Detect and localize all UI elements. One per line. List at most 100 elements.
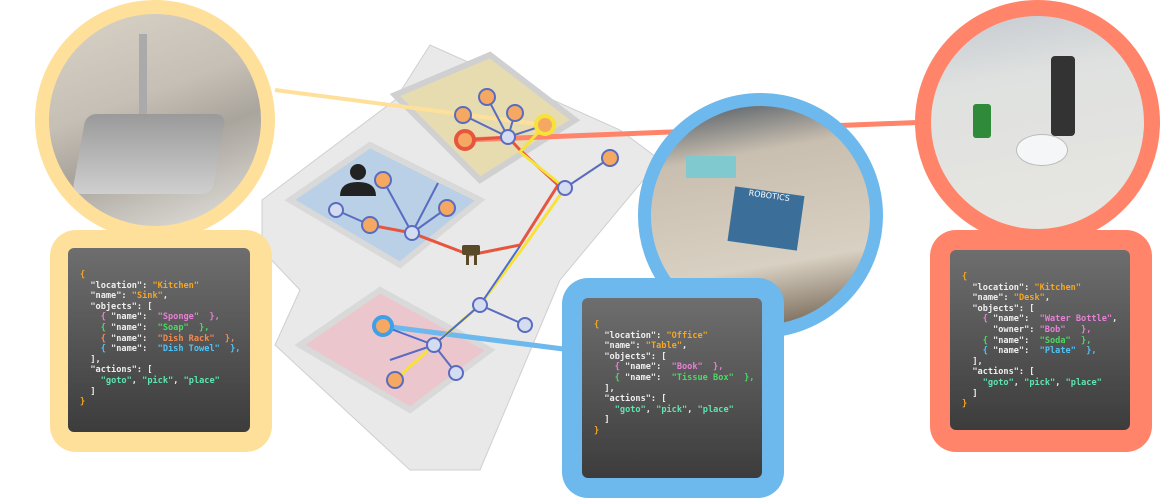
code-name: "name": "Desk", bbox=[962, 293, 1130, 304]
code-syntax: " bbox=[1039, 324, 1045, 335]
code-objects: "objects": [ bbox=[962, 304, 1130, 315]
code-syntax: "name": bbox=[993, 314, 1040, 325]
code-syntax: "name": bbox=[625, 362, 672, 373]
water-bottle bbox=[1051, 56, 1075, 136]
code-syntax: }, bbox=[219, 344, 241, 355]
code-actions: "actions": [ bbox=[962, 367, 1130, 378]
code-syntax: "name": bbox=[111, 312, 158, 323]
code-syntax: { bbox=[80, 344, 112, 355]
code-syntax: , bbox=[1112, 314, 1118, 325]
code-syntax: }, bbox=[1065, 324, 1092, 335]
code-value: Sponge bbox=[162, 312, 194, 323]
code-syntax: " bbox=[666, 330, 672, 341]
code-object-owner: "owner": "Bob" }, bbox=[962, 325, 1130, 336]
code-syntax: " bbox=[1065, 377, 1071, 388]
code-syntax: " bbox=[209, 333, 215, 344]
code-syntax: " bbox=[645, 341, 651, 352]
code-syntax: " bbox=[1039, 335, 1045, 346]
code-value: pick bbox=[1029, 377, 1051, 388]
code-syntax: " bbox=[697, 362, 703, 373]
code-value: goto bbox=[619, 404, 641, 415]
code-syntax: " bbox=[1106, 314, 1113, 325]
code-actions-list: "goto", "pick", "place" bbox=[962, 378, 1130, 389]
code-syntax: "owner": bbox=[962, 324, 1040, 335]
code-syntax: , bbox=[131, 375, 143, 386]
sink-panel: { "location": "Kitchen" "name": "Sink", … bbox=[50, 230, 272, 452]
code-syntax: { bbox=[80, 312, 112, 323]
code-syntax: " bbox=[100, 375, 106, 386]
code-actions-close: ] bbox=[962, 389, 1130, 400]
code-syntax: { bbox=[80, 322, 112, 333]
code-syntax: " bbox=[214, 375, 220, 386]
room-bedroom bbox=[294, 286, 496, 414]
code-syntax: , bbox=[1013, 377, 1025, 388]
code-syntax: " bbox=[640, 404, 646, 415]
code-syntax: } bbox=[594, 425, 600, 436]
code-syntax: { bbox=[962, 272, 968, 282]
code-syntax: "actions": [ bbox=[594, 394, 667, 405]
code-syntax: " bbox=[193, 280, 200, 291]
code-syntax: " bbox=[1070, 346, 1076, 357]
code-name: "name": "Table", bbox=[594, 341, 762, 352]
desk-panel: { "location": "Kitchen" "name": "Desk", … bbox=[930, 230, 1152, 452]
code-syntax: "objects": [ bbox=[962, 303, 1035, 314]
code-object: { "name": "Soda" }, bbox=[962, 336, 1130, 347]
code-object: { "name": "Dish Towel" }, bbox=[80, 344, 250, 355]
code-syntax: " bbox=[1039, 346, 1045, 357]
code-objects-close: ], bbox=[594, 384, 762, 395]
code-syntax: { bbox=[80, 270, 86, 280]
code-syntax: { bbox=[594, 362, 626, 373]
code-value: Book bbox=[676, 362, 698, 373]
code-syntax: }, bbox=[199, 312, 220, 323]
code-syntax: }, bbox=[214, 333, 236, 344]
code-syntax: " bbox=[131, 291, 137, 302]
code-syntax: "name": bbox=[962, 293, 1014, 304]
code-syntax: " bbox=[1024, 377, 1030, 388]
path-blue bbox=[382, 245, 521, 347]
code-syntax: " bbox=[697, 404, 703, 415]
code-syntax: , bbox=[173, 375, 184, 386]
code-syntax: " bbox=[1096, 377, 1102, 388]
connector-sink bbox=[274, 88, 546, 127]
code-syntax: "name": bbox=[993, 335, 1040, 346]
code-value: Sink bbox=[136, 291, 158, 302]
code-actions: "actions": [ bbox=[594, 394, 762, 405]
code-value: Table bbox=[650, 341, 677, 352]
person-icon bbox=[340, 164, 376, 196]
code-syntax: , bbox=[1044, 293, 1051, 304]
code-value: place bbox=[1070, 377, 1097, 388]
code-syntax: { bbox=[962, 314, 994, 325]
code-syntax: "objects": [ bbox=[594, 351, 667, 362]
code-syntax: } bbox=[80, 397, 86, 408]
code-syntax: " bbox=[656, 404, 662, 415]
soda-can bbox=[973, 104, 991, 138]
code-syntax: " bbox=[728, 404, 734, 415]
code-close-brace: } bbox=[962, 399, 1130, 410]
code-syntax: " bbox=[728, 372, 734, 383]
code-syntax: " bbox=[1013, 293, 1019, 304]
code-syntax: " bbox=[1039, 314, 1045, 325]
code-syntax: " bbox=[152, 280, 158, 291]
tissue-box bbox=[686, 156, 736, 178]
code-syntax: " bbox=[682, 404, 688, 415]
code-syntax: }, bbox=[733, 372, 755, 383]
code-syntax: "location": bbox=[594, 330, 667, 341]
code-syntax: "actions": [ bbox=[962, 367, 1035, 378]
code-syntax: ], bbox=[962, 356, 983, 367]
code-syntax: " bbox=[142, 375, 148, 386]
code-location: "location": "Kitchen" bbox=[962, 283, 1130, 294]
code-syntax: " bbox=[183, 375, 189, 386]
code-syntax: " bbox=[1050, 377, 1056, 388]
book: ROBOTICS bbox=[727, 186, 805, 251]
code-syntax: , bbox=[682, 341, 688, 352]
code-location: "location": "Kitchen" bbox=[80, 281, 250, 292]
code-syntax: { bbox=[962, 335, 994, 346]
robot-icon bbox=[462, 245, 480, 265]
code-syntax: "name": bbox=[594, 341, 646, 352]
faucet bbox=[139, 34, 147, 114]
code-syntax: " bbox=[1008, 377, 1014, 388]
code-syntax: { bbox=[80, 333, 112, 344]
code-syntax: { bbox=[594, 372, 626, 383]
code-object: { "name": "Plate" }, bbox=[962, 346, 1130, 357]
code-syntax: "name": bbox=[111, 333, 158, 344]
